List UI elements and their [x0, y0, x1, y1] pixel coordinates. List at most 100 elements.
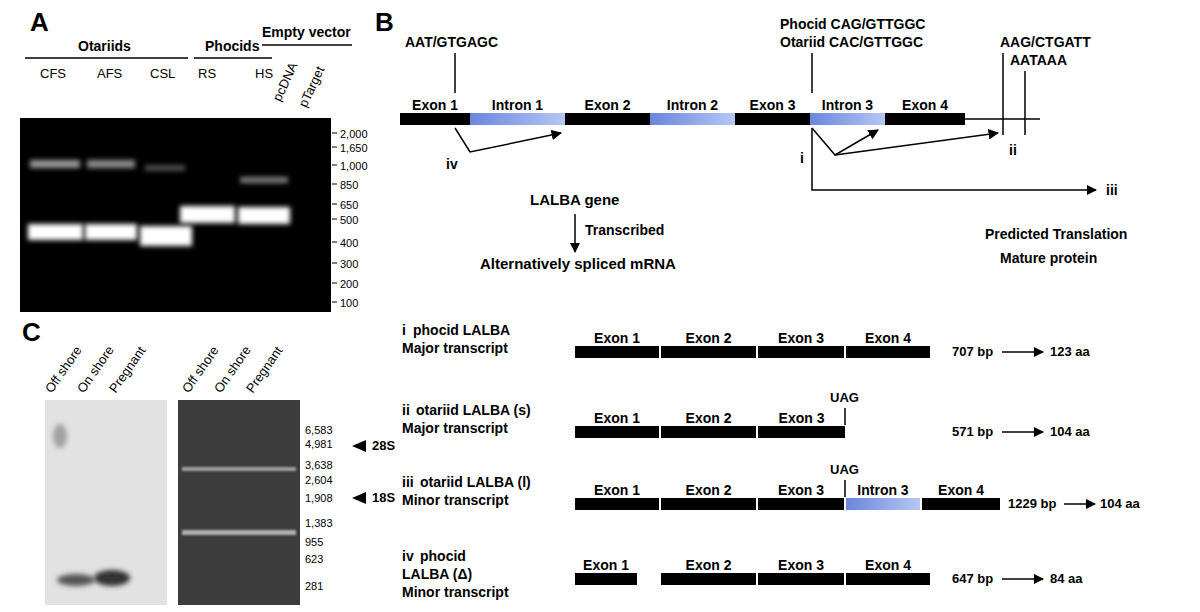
transcript-length: 707 bp: [952, 344, 993, 360]
segment-label: Intron 3: [846, 482, 920, 498]
transcript-numeral: ii: [402, 402, 410, 418]
transcript-name: phocid LALBA: [413, 322, 510, 338]
exon-bar: [735, 113, 810, 125]
splice-site: Phocid CAG/GTTGGC: [780, 16, 925, 32]
segment-label: Exon 4: [846, 557, 930, 573]
size-marker: 1,000: [340, 158, 368, 174]
size-marker: 300: [340, 256, 358, 272]
intron-bar: [810, 113, 885, 125]
translation-arrows: [1002, 352, 1095, 579]
segment-label: Exon 2: [661, 330, 756, 346]
exon-bar: [661, 346, 756, 358]
size-marker: 400: [340, 235, 358, 251]
intron-bar: [650, 113, 735, 125]
exon-segment: Exon 1: [575, 330, 659, 358]
protein-length: 84 aa: [1050, 571, 1083, 587]
size-marker: 1,908: [305, 490, 333, 506]
size-marker: 4,981: [305, 436, 333, 452]
group-brackets: [25, 45, 352, 58]
rrna-label: 18S: [372, 490, 395, 506]
segment-label: Exon 3: [758, 410, 845, 426]
exon-bar: [565, 113, 650, 125]
transcript-name: LALBA (Δ): [402, 566, 472, 582]
transcript-numeral: i: [402, 322, 406, 338]
size-marker: 955: [305, 534, 323, 550]
segment-label: Exon 2: [661, 557, 756, 573]
size-marker: 2,000: [340, 126, 368, 142]
group-label: Phocids: [205, 38, 259, 54]
exon-segment: Exon 4: [846, 557, 930, 585]
exon-segment: Exon 3: [758, 482, 844, 510]
segment-label: Exon 1: [575, 482, 659, 498]
exon-segment: Exon 3: [735, 97, 810, 125]
column-heading: Predicted Translation: [985, 226, 1127, 242]
size-marker: 200: [340, 276, 358, 292]
segment-label: Intron 3: [810, 97, 885, 113]
exon-segment: Exon 2: [661, 482, 756, 510]
rna-gel: [178, 400, 300, 605]
transcript-numeral: iii: [402, 474, 414, 490]
intron-segment: Intron 1: [470, 97, 565, 125]
size-marker: 650: [340, 197, 358, 213]
exon-segment: Exon 4: [922, 482, 1000, 510]
segment-label: Exon 2: [565, 97, 650, 113]
mrna-title: Alternatively spliced mRNA: [480, 256, 676, 272]
size-marker: 6,583: [305, 422, 333, 438]
splice-numeral: i: [800, 150, 804, 166]
exon-bar: [758, 573, 844, 585]
exon-bar: [661, 426, 756, 438]
segment-label: Exon 4: [885, 97, 965, 113]
segment-label: Exon 2: [661, 410, 756, 426]
intron-segment: Intron 3: [846, 482, 920, 510]
segment-label: Exon 1: [575, 557, 637, 573]
exon-bar: [922, 498, 1000, 510]
stop-codon: UAG: [830, 462, 859, 478]
lane-label: pcDNA: [269, 60, 301, 104]
exon-segment: Exon 1: [400, 97, 470, 125]
lane-label: HS: [255, 66, 273, 82]
splice-numeral: ii: [1009, 142, 1017, 158]
splice-site: AAT/GTGAGC: [405, 34, 498, 50]
segment-label: Exon 4: [846, 330, 930, 346]
exon-segment: Exon 1: [575, 410, 659, 438]
exon-segment: Exon 3: [758, 330, 844, 358]
column-heading: Mature protein: [1000, 250, 1097, 266]
exon-segment: Exon 2: [661, 557, 756, 585]
exon-bar: [885, 113, 965, 125]
panel-letter: B: [375, 8, 394, 36]
panel-letter: C: [22, 318, 41, 346]
exon-segment: Exon 4: [885, 97, 965, 125]
transcript-name: Minor transcript: [402, 492, 509, 508]
stop-codon: UAG: [830, 390, 859, 406]
lane-label: CSL: [150, 66, 175, 82]
rrna-label: 28S: [372, 438, 395, 454]
splice-site: AAG/CTGATT: [1000, 34, 1091, 50]
ladder-ticks: [332, 133, 337, 302]
exon-segment: Exon 4: [846, 330, 930, 358]
lane-label: AFS: [97, 66, 122, 82]
transcript-name: Major transcript: [402, 420, 508, 436]
exon-bar: [758, 498, 844, 510]
intron-segment: Intron 3: [810, 97, 885, 125]
lane-label: RS: [198, 66, 216, 82]
size-marker: 281: [305, 578, 323, 594]
exon-bar: [661, 573, 756, 585]
size-marker: 3,638: [305, 457, 333, 473]
transcript-name: Minor transcript: [402, 584, 509, 600]
group-label: Empty vector: [262, 24, 351, 40]
size-marker: 1,650: [340, 140, 368, 156]
gene-title: LALBA gene: [530, 192, 619, 208]
protein-length: 123 aa: [1050, 344, 1090, 360]
splice-numeral: iv: [446, 156, 458, 172]
step-label: Transcribed: [585, 222, 664, 238]
segment-label: Exon 3: [758, 557, 844, 573]
exon-segment: Exon 2: [661, 330, 756, 358]
intron-bar: [470, 113, 565, 125]
segment-label: Exon 4: [922, 482, 1000, 498]
exon-bar: [758, 426, 845, 438]
exon-bar: [846, 346, 930, 358]
segment-label: Exon 1: [575, 330, 659, 346]
agarose-gel: [20, 118, 331, 312]
segment-label: Exon 1: [575, 410, 659, 426]
